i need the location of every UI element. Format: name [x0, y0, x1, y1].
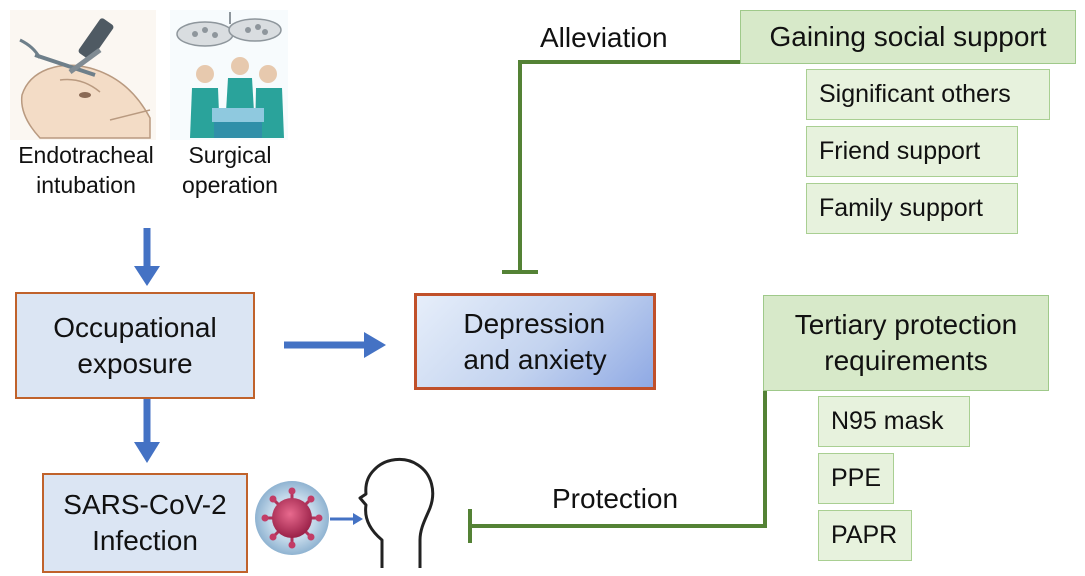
tertiary-title-line2: requirements	[824, 345, 988, 376]
tertiary-item: N95 mask	[818, 396, 970, 447]
social-support-item: Significant others	[806, 69, 1050, 120]
depression-line2: and anxiety	[463, 343, 607, 375]
arrow-intubation-to-exposure	[134, 228, 160, 286]
social-support-item: Family support	[806, 183, 1018, 234]
human-head-icon	[358, 457, 435, 568]
occupational-line1: Occupational	[53, 311, 217, 343]
endotracheal-label-line2: intubation	[36, 172, 136, 198]
alleviation-label: Alleviation	[540, 22, 668, 53]
intubation-illustration	[10, 10, 156, 140]
tertiary-protection-title: Tertiary protection requirements	[763, 295, 1049, 391]
infection-box: SARS-CoV-2 Infection	[42, 473, 248, 573]
inhibit-social-to-depression	[502, 60, 740, 274]
social-support-title: Gaining social support	[740, 10, 1076, 64]
depression-line1: Depression	[463, 307, 606, 339]
arrow-exposure-to-infection	[134, 399, 160, 463]
depression-anxiety-box: Depression and anxiety	[414, 293, 656, 390]
tertiary-item: PPE	[818, 453, 894, 504]
virus-icon	[255, 481, 329, 555]
arrow-exposure-to-depression	[284, 332, 386, 358]
tertiary-title-line1: Tertiary protection	[794, 309, 1018, 340]
infection-line2: Infection	[92, 525, 198, 556]
surgery-illustration	[170, 10, 288, 140]
occupational-exposure-box: Occupational exposure	[15, 292, 255, 399]
endotracheal-label-line1: Endotracheal	[18, 142, 154, 168]
protection-label: Protection	[552, 483, 679, 514]
surgical-label-line1: Surgical	[188, 142, 272, 168]
infection-line1: SARS-CoV-2	[63, 489, 227, 520]
surgical-label-line2: operation	[182, 172, 278, 198]
endotracheal-label: Endotracheal intubation	[6, 140, 166, 200]
inhibit-tertiary-to-infection	[468, 390, 767, 543]
social-support-item: Friend support	[806, 126, 1018, 177]
occupational-line2: exposure	[77, 347, 193, 379]
surgical-label: Surgical operation	[160, 140, 300, 200]
tertiary-item: PAPR	[818, 510, 912, 561]
arrow-virus-to-head	[330, 513, 363, 525]
